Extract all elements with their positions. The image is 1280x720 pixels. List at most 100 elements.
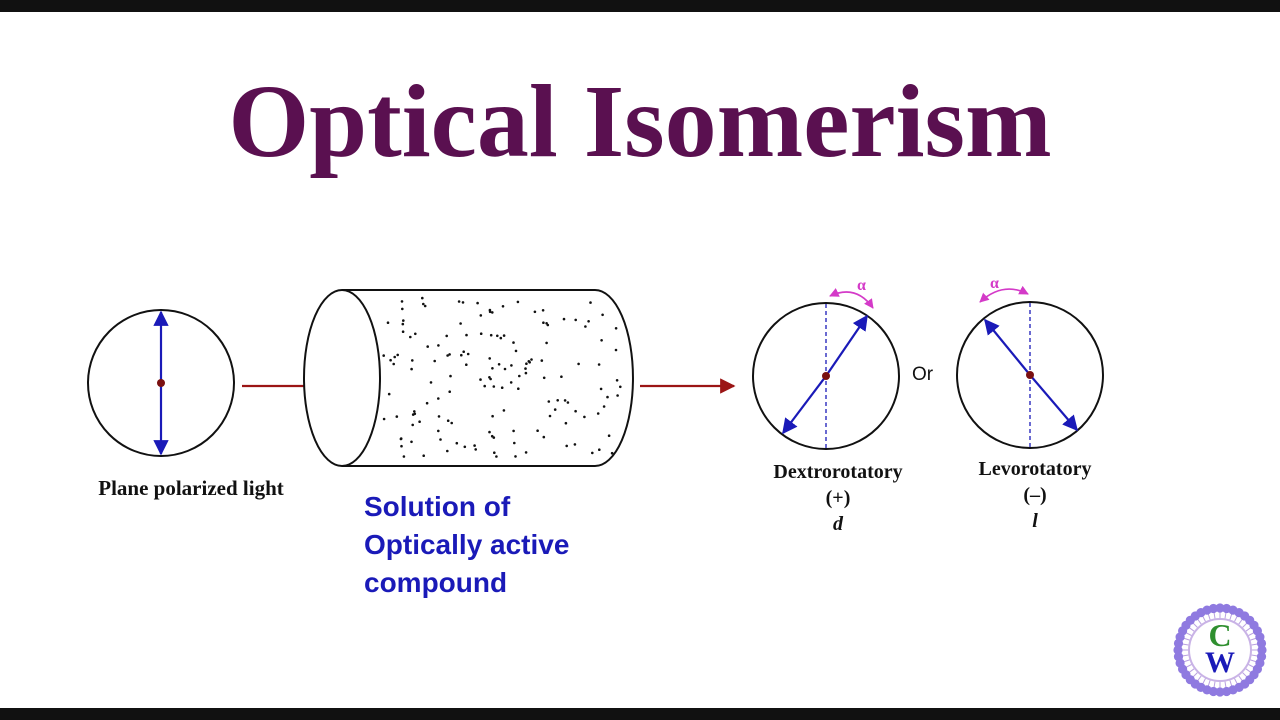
particle-dot (392, 362, 396, 366)
particle-dot (457, 300, 461, 303)
particle-dot (536, 429, 539, 433)
particle-dot (448, 390, 452, 394)
particle-dot (574, 318, 577, 322)
particle-dot (439, 438, 442, 441)
solution-line-3: compound (364, 567, 508, 598)
particle-dot (510, 364, 513, 367)
particle-dot (382, 354, 386, 357)
particle-dot (465, 333, 468, 337)
particle-dot (459, 322, 462, 325)
particle-dot (402, 319, 405, 322)
particle-dot (545, 341, 548, 345)
particle-dot (560, 375, 563, 379)
particle-dot (517, 387, 520, 391)
particle-dot (501, 305, 505, 308)
particle-dot (421, 296, 424, 300)
particle-dot (548, 414, 552, 418)
levorotatory-symbol: l (1032, 510, 1038, 532)
particle-dot (386, 321, 390, 325)
bottom-frame-bar (0, 708, 1280, 720)
particle-dot (573, 443, 577, 446)
particle-dot (602, 405, 606, 408)
logo-petals (1173, 603, 1267, 697)
sample-tube-icon (303, 289, 634, 467)
dextrorotatory-sign: (+) (825, 487, 851, 509)
particle-dot (497, 363, 501, 366)
particle-dot (607, 434, 611, 438)
particle-dot (483, 384, 487, 388)
particle-dot (426, 345, 430, 348)
particle-dot (614, 327, 618, 330)
particle-dot (541, 309, 545, 312)
particle-dot (495, 455, 498, 458)
particle-dot (479, 378, 482, 381)
dextrorotatory-circle-icon: α (752, 277, 900, 450)
particle-dot (455, 441, 459, 445)
particle-dot (389, 358, 392, 362)
particle-dot (527, 360, 531, 363)
particle-dot (479, 332, 483, 336)
particle-dot (463, 445, 467, 449)
levo-alpha-label: α (990, 275, 999, 292)
particle-dot (399, 437, 403, 441)
particle-dot (516, 300, 520, 304)
particle-dot (589, 301, 592, 304)
particle-dot (509, 381, 513, 384)
particle-dot (524, 367, 527, 370)
particle-dot (502, 409, 506, 412)
particle-dot (503, 367, 507, 371)
particle-dot (584, 325, 587, 328)
particle-dot (610, 451, 614, 455)
particle-dot (598, 448, 601, 452)
particle-dot (400, 300, 404, 303)
particle-dot (563, 399, 567, 402)
particle-dot (597, 363, 601, 366)
plane-polarized-circle-icon (87, 309, 235, 457)
particle-dot (450, 421, 454, 425)
particle-dot (619, 385, 622, 389)
particle-dot (437, 344, 440, 347)
page-title: Optical Isomerism (228, 64, 1052, 179)
particle-dot (401, 322, 405, 326)
particle-dot (542, 376, 546, 380)
plane-polarized-label: Plane polarized light (98, 476, 284, 500)
particle-dot (410, 367, 413, 371)
particle-dot (462, 350, 466, 354)
particle-dot (524, 371, 528, 375)
particle-dot (614, 348, 618, 352)
or-label: Or (912, 364, 934, 385)
particle-dot (418, 420, 421, 424)
particle-dot (546, 323, 550, 327)
dextro-angle-arc-icon (829, 288, 874, 309)
logo-petal-dot (1208, 603, 1218, 614)
logo-petal-dot (1257, 645, 1267, 655)
cw-logo-icon: C W (1173, 603, 1267, 697)
particle-dot (525, 362, 528, 366)
particle-dot (499, 336, 503, 340)
particle-dot (547, 400, 551, 403)
particle-dot (479, 314, 483, 317)
particle-dot (449, 374, 452, 378)
particle-dot (413, 410, 416, 413)
particle-dot (461, 301, 465, 304)
dextrorotatory-label-block: Dextrorotatory (+) d (748, 459, 928, 537)
particle-dot (502, 334, 506, 337)
particle-dot (474, 448, 478, 451)
particle-dot (413, 412, 417, 416)
particle-dot (395, 415, 399, 418)
particle-dot (382, 417, 386, 421)
particle-dot (473, 444, 476, 447)
particle-dot (437, 415, 441, 418)
particle-dot (466, 352, 470, 356)
particle-dot (437, 397, 440, 400)
particle-dot (411, 423, 415, 427)
particle-dot (599, 387, 603, 391)
solution-line-2: Optically active (364, 529, 570, 560)
particle-dot (411, 359, 414, 362)
particle-dot (553, 408, 557, 411)
particle-dot (533, 310, 537, 314)
particle-dot (491, 414, 494, 418)
particle-dot (606, 395, 609, 399)
particle-dot (512, 341, 515, 344)
